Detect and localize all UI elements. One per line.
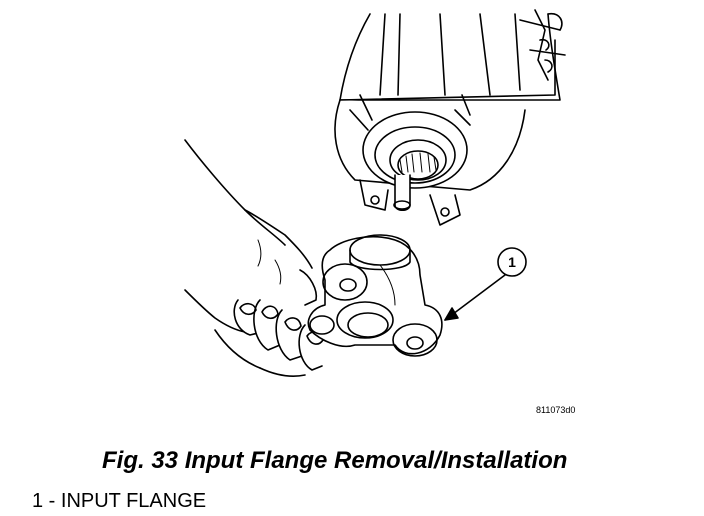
technician-hand: [184, 139, 324, 377]
transfer-case-housing: [334, 9, 566, 226]
input-flange: [307, 234, 443, 357]
legend-item: 1 - INPUT FLANGE: [32, 490, 207, 512]
callout-leader: [444, 274, 506, 321]
figure-caption: Fig. 33 Input Flange Removal/Installatio…: [102, 447, 568, 474]
figure-illustration: 1 811073d0: [184, 9, 575, 415]
callout-number: 1: [508, 254, 516, 270]
image-code: 811073d0: [536, 405, 575, 415]
callout-circle: [497, 247, 527, 277]
